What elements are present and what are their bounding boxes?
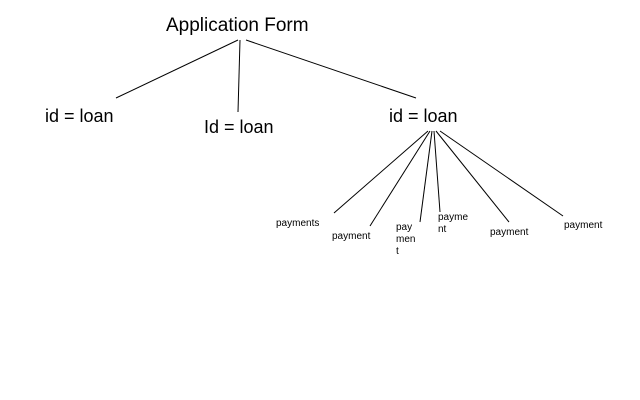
edge-root-child-2 bbox=[237, 39, 241, 113]
root-node-label: Application Form bbox=[166, 15, 309, 36]
leaf-node-4-label: payme nt bbox=[438, 212, 469, 235]
leaf-node-3-label: paymen t bbox=[396, 222, 416, 257]
leaf-node-1-label: payments bbox=[276, 218, 320, 229]
edge-child-3-leaf-2 bbox=[369, 130, 431, 227]
edge-child-3-leaf-3 bbox=[419, 130, 433, 223]
leaf-node-6-label: payment bbox=[564, 220, 603, 231]
child-node-2-label: Id = loan bbox=[204, 117, 274, 137]
edge-child-3-leaf-4 bbox=[433, 130, 441, 213]
edge-root-child-1 bbox=[115, 39, 239, 99]
leaf-node-2-label: payment bbox=[332, 231, 371, 242]
child-node-1-label: id = loan bbox=[45, 106, 114, 126]
edge-child-3-leaf-5 bbox=[435, 130, 510, 223]
leaf-node-5-label: payment bbox=[490, 227, 529, 238]
child-node-3-label: id = loan bbox=[389, 106, 458, 126]
edge-child-3-leaf-6 bbox=[439, 130, 564, 217]
edge-root-child-3 bbox=[245, 39, 417, 99]
edge-child-3-leaf-1 bbox=[333, 130, 429, 214]
